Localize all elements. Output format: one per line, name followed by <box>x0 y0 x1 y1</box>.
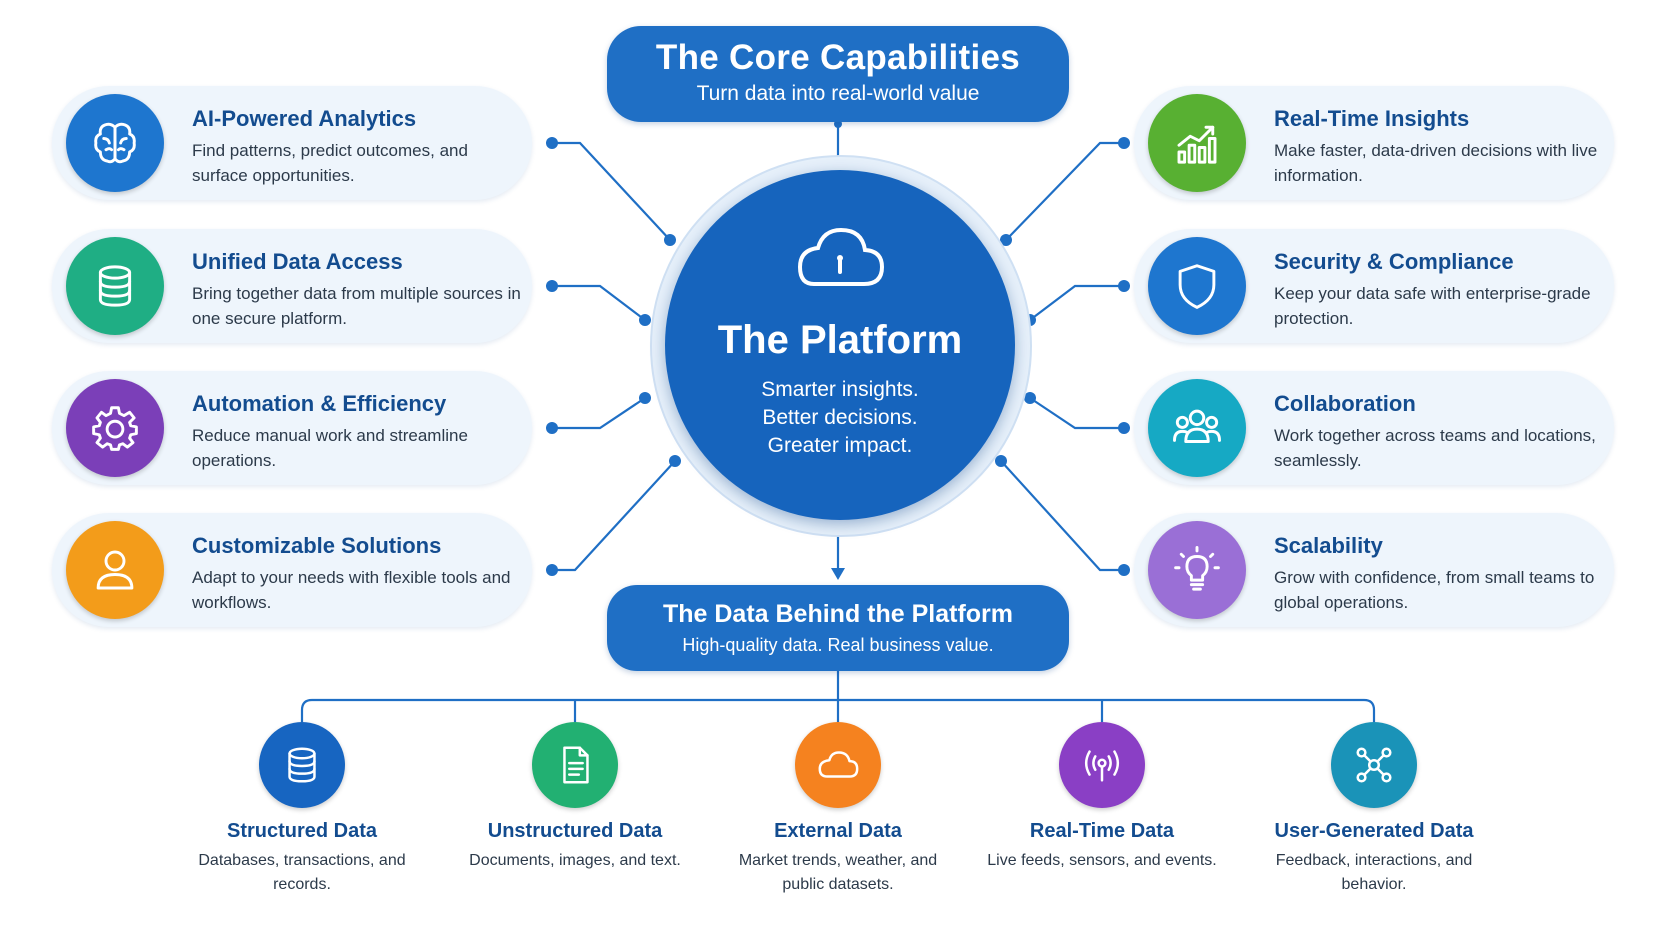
capability-title: Security & Compliance <box>1274 249 1514 274</box>
cloud-icon <box>795 722 881 808</box>
data-source-title: Real-Time Data <box>1029 820 1175 842</box>
data-section-title: The Data Behind the Platform <box>662 600 1014 628</box>
database-icon <box>259 722 345 808</box>
team-icon <box>1148 379 1246 477</box>
capability-desc: Grow with confidence, from small teams t… <box>1274 568 1595 612</box>
capability-title: Real-Time Insights <box>1274 106 1470 131</box>
header-title: The Core Capabilities <box>655 38 1021 77</box>
growth-chart-icon <box>1148 94 1246 192</box>
capability-desc: Keep your data safe with enterprise-grad… <box>1274 284 1591 328</box>
data-source-desc: Live feeds, sensors, and events. <box>987 852 1217 869</box>
shield-icon <box>1148 237 1246 335</box>
data-source-desc: Market trends, weather, and public datas… <box>738 852 938 893</box>
capability-title: Scalability <box>1274 533 1383 558</box>
capability-card-customizable: Customizable Solutions Adapt to your nee… <box>52 513 532 627</box>
brain-icon <box>66 94 164 192</box>
capability-card-scalability: Scalability Grow with confidence, from s… <box>1134 513 1614 627</box>
data-source-desc: Databases, transactions, and records. <box>198 852 406 893</box>
capability-desc: Find patterns, predict outcomes, and sur… <box>192 141 468 185</box>
cloud-lock-icon <box>797 227 885 286</box>
gear-icon <box>66 379 164 477</box>
capability-card-collaboration: Collaboration Work together across teams… <box>1134 371 1614 485</box>
data-section-subtitle: High-quality data. Real business value. <box>682 635 994 655</box>
data-source-desc: Documents, images, and text. <box>469 852 681 869</box>
capability-card-automation: Automation & Efficiency Reduce manual wo… <box>52 371 532 485</box>
data-behind-platform-header: The Data Behind the Platform High-qualit… <box>607 585 1069 671</box>
database-icon <box>66 237 164 335</box>
core-capabilities-header: The Core Capabilities Turn data into rea… <box>607 26 1069 122</box>
header-subtitle: Turn data into real-world value <box>696 82 980 105</box>
capability-desc: Adapt to your needs with flexible tools … <box>192 568 511 612</box>
capability-desc: Reduce manual work and streamline operat… <box>192 426 468 470</box>
capability-desc: Make faster, data-driven decisions with … <box>1274 141 1598 185</box>
capability-desc: Work together across teams and locations… <box>1274 426 1596 470</box>
capability-card-security: Security & Compliance Keep your data saf… <box>1134 229 1614 343</box>
data-source-unstructured: Unstructured Data Documents, images, and… <box>455 722 695 873</box>
capability-title: Customizable Solutions <box>192 533 442 558</box>
data-source-external: External Data Market trends, weather, an… <box>718 722 958 897</box>
capability-title: Collaboration <box>1274 391 1416 416</box>
capability-title: AI-Powered Analytics <box>192 106 417 131</box>
lightbulb-icon <box>1148 521 1246 619</box>
data-source-title: User-Generated Data <box>1274 820 1474 842</box>
hub-title: The Platform <box>717 318 963 362</box>
capability-card-ai-analytics: AI-Powered Analytics Find patterns, pred… <box>52 86 532 200</box>
hub-tagline: Smarter insights. Better decisions. Grea… <box>761 378 919 457</box>
data-source-real-time: Real-Time Data Live feeds, sensors, and … <box>982 722 1222 873</box>
capability-desc: Bring together data from multiple source… <box>192 284 521 328</box>
data-source-structured: Structured Data Databases, transactions,… <box>182 722 422 897</box>
capability-card-real-time-insights: Real-Time Insights Make faster, data-dri… <box>1134 86 1614 200</box>
document-icon <box>532 722 618 808</box>
capability-card-unified-data: Unified Data Access Bring together data … <box>52 229 532 343</box>
data-source-title: External Data <box>774 820 902 842</box>
network-icon <box>1331 722 1417 808</box>
capability-title: Unified Data Access <box>192 249 403 274</box>
broadcast-icon <box>1059 722 1145 808</box>
data-source-title: Unstructured Data <box>487 820 663 842</box>
capability-title: Automation & Efficiency <box>192 391 447 416</box>
data-source-user-generated: User-Generated Data Feedback, interactio… <box>1254 722 1494 897</box>
data-source-title: Structured Data <box>226 820 378 842</box>
platform-hub: The Platform Smarter insights. Better de… <box>665 170 1015 520</box>
data-source-desc: Feedback, interactions, and behavior. <box>1275 852 1473 893</box>
user-icon <box>66 521 164 619</box>
